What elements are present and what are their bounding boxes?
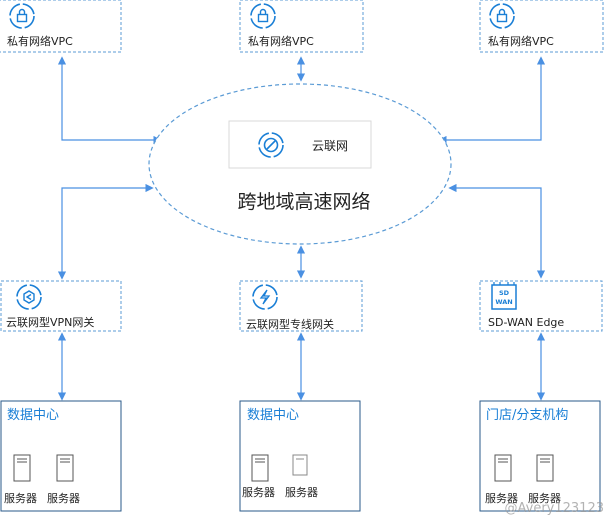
direct-connect-gateway-node[interactable]: 云联网型专线网关 xyxy=(239,280,363,332)
server-icon xyxy=(251,454,269,482)
vpc-label: 私有网络VPC xyxy=(248,34,314,48)
watermark: @Avery123123 xyxy=(505,501,605,516)
connector-sd-wan xyxy=(448,183,546,279)
site-datacenter-left[interactable]: 数据中心 服务器 服务器 xyxy=(0,400,122,512)
server-label: 服务器 xyxy=(485,492,518,505)
connector-vpc-right xyxy=(438,56,546,145)
server-label: 服务器 xyxy=(4,492,37,505)
server-icon xyxy=(13,454,31,482)
site-title: 数据中心 xyxy=(7,408,59,423)
direct-connect-gateway-icon xyxy=(252,284,278,310)
vpc-label: 私有网络VPC xyxy=(7,34,73,48)
sd-wan-node[interactable]: SD WAN SD-WAN Edge xyxy=(479,280,603,332)
vpc-label: 私有网络VPC xyxy=(488,34,554,48)
cross-region-network-label: 跨地域高速网络 xyxy=(237,191,370,213)
connector-vpn-gateway xyxy=(57,183,154,280)
server-icon xyxy=(56,454,74,482)
site-branch-right[interactable]: 门店/分支机构 服务器 服务器 xyxy=(479,400,601,512)
lock-icon xyxy=(9,3,35,29)
server-label: 服务器 xyxy=(285,486,318,499)
sd-wan-label: SD-WAN Edge xyxy=(488,316,564,329)
lock-icon xyxy=(250,3,276,29)
vpn-gateway-label: 云联网型VPN网关 xyxy=(6,315,94,329)
connectors xyxy=(57,56,546,401)
vpn-gateway-icon xyxy=(16,284,42,310)
ccn-service-box[interactable] xyxy=(228,120,372,169)
cross-region-network: 云联网 跨地域高速网络 xyxy=(148,83,452,245)
server-label: 服务器 xyxy=(528,492,561,505)
server-label: 服务器 xyxy=(242,486,275,499)
connector-vpc-left xyxy=(57,56,162,145)
site-title: 数据中心 xyxy=(247,408,299,423)
ccn-icon xyxy=(258,132,284,158)
vpn-gateway-node[interactable]: 云联网型VPN网关 xyxy=(0,280,122,332)
vpc-node-left[interactable]: 私有网络VPC xyxy=(0,0,122,53)
svg-text:SD: SD xyxy=(499,289,510,297)
server-icon xyxy=(494,454,512,482)
site-title: 门店/分支机构 xyxy=(486,408,568,423)
lock-icon xyxy=(489,3,515,29)
direct-connect-gateway-label: 云联网型专线网关 xyxy=(246,317,334,331)
server-label: 服务器 xyxy=(47,492,80,505)
site-datacenter-middle[interactable]: 数据中心 服务器 服务器 xyxy=(239,400,361,512)
vpc-node-right[interactable]: 私有网络VPC xyxy=(479,0,604,53)
svg-text:WAN: WAN xyxy=(495,298,512,306)
server-icon xyxy=(536,454,554,482)
vpc-node-middle[interactable]: 私有网络VPC xyxy=(239,0,364,53)
server-icon xyxy=(292,454,308,476)
ccn-service-label: 云联网 xyxy=(312,139,348,153)
sd-wan-icon: SD WAN xyxy=(491,282,517,310)
